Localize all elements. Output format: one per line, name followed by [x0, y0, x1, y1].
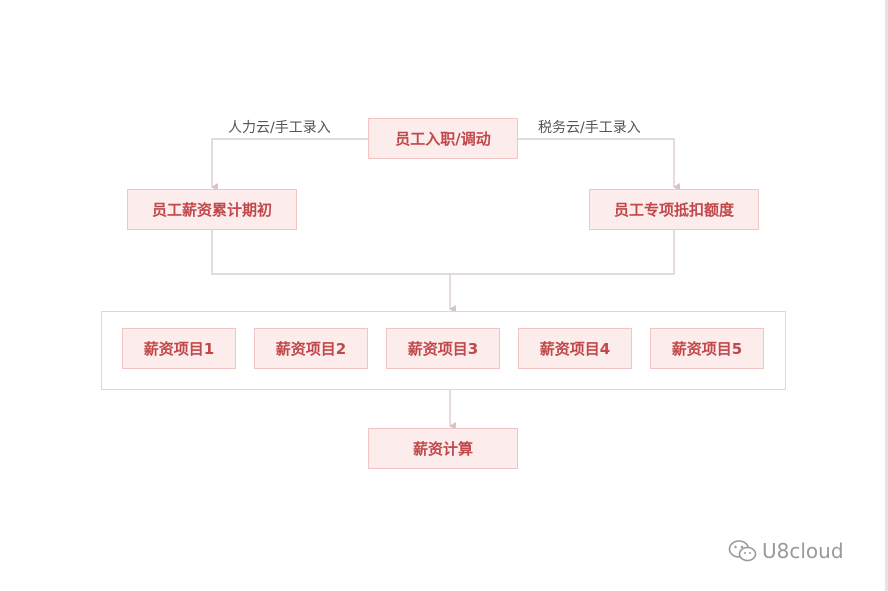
watermark-text: U8cloud — [762, 539, 844, 563]
node-salary-item-4: 薪资项目4 — [518, 328, 632, 369]
connector-onboarding-to-special-deduction — [518, 138, 680, 191]
watermark: U8cloud — [728, 539, 844, 563]
connector-onboarding-to-salary-initial — [211, 138, 368, 191]
node-salary-item-1: 薪资项目1 — [122, 328, 236, 369]
edge-label-left: 人力云/手工录入 — [228, 120, 331, 136]
node-salary-item-5: 薪资项目5 — [650, 328, 764, 369]
node-salary-calculation: 薪资计算 — [368, 428, 518, 469]
node-onboarding: 员工入职/调动 — [368, 118, 518, 159]
node-special-deduction: 员工专项抵扣额度 — [589, 189, 759, 230]
right-edge-border — [885, 0, 888, 591]
node-salary-item-2: 薪资项目2 — [254, 328, 368, 369]
node-salary-initial: 员工薪资累计期初 — [127, 189, 297, 230]
connector-merge — [211, 230, 675, 275]
wechat-icon — [728, 540, 757, 562]
edge-label-right: 税务云/手工录入 — [538, 120, 641, 136]
node-salary-item-3: 薪资项目3 — [386, 328, 500, 369]
